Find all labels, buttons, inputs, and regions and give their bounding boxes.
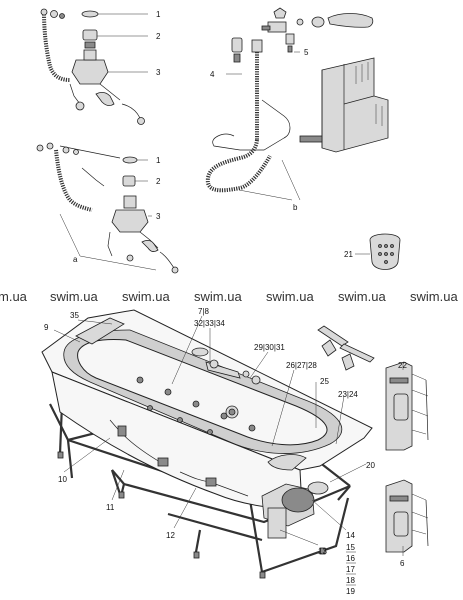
callout-5: 5 bbox=[304, 48, 309, 57]
watermark-6: swim.ua bbox=[338, 289, 386, 304]
mounting-bracket bbox=[299, 57, 389, 153]
side-panel-22 bbox=[385, 361, 429, 451]
callout-12: 12 bbox=[166, 531, 175, 540]
callout-a: a bbox=[73, 255, 78, 264]
watermark-7: swim.ua bbox=[410, 289, 458, 304]
watermark-1: m.ua bbox=[0, 289, 28, 304]
callout-15: 15 bbox=[346, 543, 355, 552]
callout-2: 2 bbox=[156, 32, 161, 41]
callout-11: 11 bbox=[106, 503, 115, 512]
drain-assembly-upper bbox=[40, 8, 148, 125]
callout-16: 16 bbox=[346, 554, 355, 563]
callout-26-28: 26|27|28 bbox=[286, 361, 317, 370]
callout-leaders bbox=[53, 315, 404, 556]
callout-23-24: 23|24 bbox=[338, 390, 358, 399]
callout-1-lower: 1 bbox=[156, 156, 161, 165]
callout-29-31: 29|30|31 bbox=[254, 343, 285, 352]
side-panel-6 bbox=[385, 479, 429, 553]
callout-22: 22 bbox=[398, 361, 407, 370]
callout-13: 13 bbox=[318, 547, 327, 556]
callout-6: 6 bbox=[400, 559, 405, 568]
callout-2-lower: 2 bbox=[156, 177, 161, 186]
watermark-row: m.ua swim.ua swim.ua swim.ua swim.ua swi… bbox=[0, 289, 458, 304]
callout-4: 4 bbox=[210, 70, 215, 79]
callout-18: 18 bbox=[346, 576, 355, 585]
callout-20: 20 bbox=[366, 461, 375, 470]
callout-7-8: 7|8 bbox=[198, 307, 210, 316]
callout-35: 35 bbox=[70, 311, 79, 320]
callout-25: 25 bbox=[320, 377, 329, 386]
callout-32-34: 32|33|34 bbox=[194, 319, 225, 328]
callout-14: 14 bbox=[346, 531, 355, 540]
callout-17: 17 bbox=[346, 565, 355, 574]
callout-19: 19 bbox=[346, 587, 355, 596]
watermark-2: swim.ua bbox=[50, 289, 98, 304]
remote-control bbox=[355, 233, 401, 270]
watermark-3: swim.ua bbox=[122, 289, 170, 304]
callout-3: 3 bbox=[156, 68, 161, 77]
callout-1: 1 bbox=[156, 10, 161, 19]
bathtub-assembly bbox=[41, 309, 375, 579]
shower-set bbox=[205, 7, 374, 201]
callout-underlines bbox=[346, 551, 356, 586]
callout-21: 21 bbox=[344, 250, 353, 259]
drain-assembly-lower bbox=[36, 142, 179, 274]
callout-9: 9 bbox=[44, 323, 49, 332]
watermark-4: swim.ua bbox=[194, 289, 242, 304]
watermark-5: swim.ua bbox=[266, 289, 314, 304]
callout-10: 10 bbox=[58, 475, 67, 484]
callout-3-lower: 3 bbox=[156, 212, 161, 221]
callout-b: b bbox=[293, 203, 298, 212]
